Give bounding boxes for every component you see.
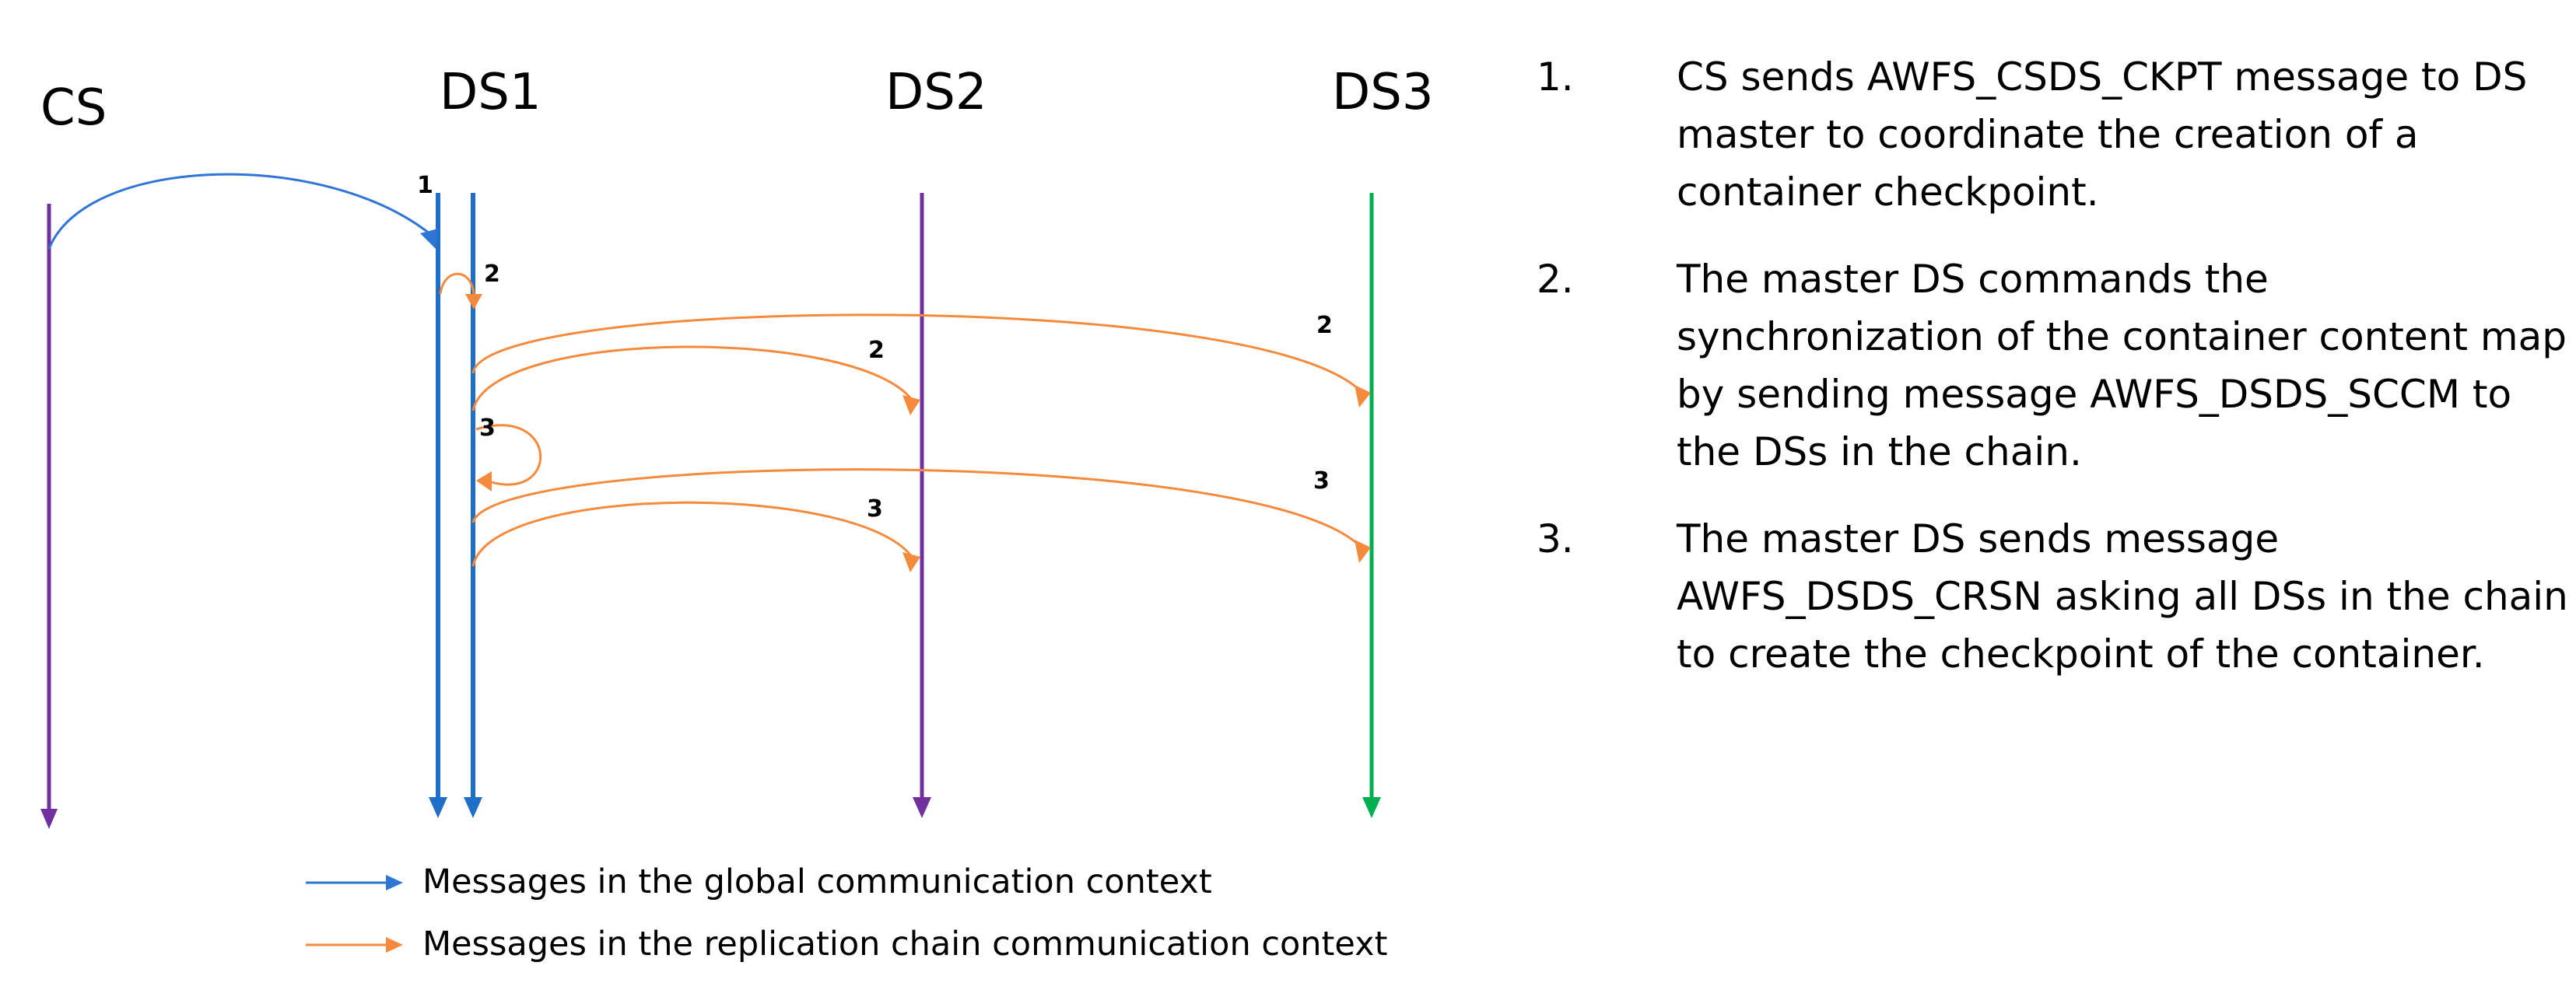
message-2-ds2-number: 2 <box>868 337 885 364</box>
steps-list: 1. CS sends AWFS_CSDS_CKPT message to DS… <box>1537 48 2571 712</box>
step-item: 2. The master DS commands the synchroniz… <box>1537 250 2571 481</box>
step-item: 1. CS sends AWFS_CSDS_CKPT message to DS… <box>1537 48 2571 221</box>
message-1-number: 1 <box>417 172 433 199</box>
legend-replication-label: Messages in the replication chain commun… <box>422 925 1387 964</box>
step-number: 3. <box>1537 516 1574 561</box>
message-3-ds1-to-ds2 <box>471 501 920 572</box>
step-text: The master DS commands the synchronizati… <box>1677 257 2567 474</box>
actor-label-ds3: DS3 <box>1332 64 1434 121</box>
message-2-self-number: 2 <box>484 261 500 288</box>
message-2-ds1-self <box>439 272 482 310</box>
step-text: The master DS sends message AWFS_DSDS_CR… <box>1677 516 2568 677</box>
message-3-ds1-self <box>475 424 542 492</box>
step-text: CS sends AWFS_CSDS_CKPT message to DS ma… <box>1677 54 2528 215</box>
legend-global-arrow <box>306 875 403 890</box>
message-3-self-number: 3 <box>479 415 496 442</box>
lifeline-cs <box>40 204 58 829</box>
message-2-ds3-number: 2 <box>1316 312 1333 339</box>
message-3-ds3-number: 3 <box>1313 467 1330 495</box>
message-3-ds2-number: 3 <box>867 495 883 523</box>
legend-global-label: Messages in the global communication con… <box>422 862 1212 901</box>
actor-label-cs: CS <box>40 79 107 137</box>
actor-label-ds1: DS1 <box>440 64 541 121</box>
message-1-cs-to-ds1 <box>47 173 438 250</box>
lifeline-ds2 <box>913 193 931 818</box>
lifeline-ds3 <box>1362 193 1381 818</box>
step-item: 3. The master DS sends message AWFS_DSDS… <box>1537 510 2571 683</box>
message-2-ds1-to-ds2 <box>471 345 920 415</box>
message-2-ds1-to-ds3 <box>471 313 1371 408</box>
actor-label-ds2: DS2 <box>885 64 987 121</box>
message-3-ds1-to-ds3 <box>471 468 1371 563</box>
step-number: 1. <box>1537 54 1574 100</box>
legend-replication-arrow <box>306 937 403 953</box>
step-number: 2. <box>1537 257 1574 302</box>
lifeline-ds1-a <box>429 193 447 818</box>
